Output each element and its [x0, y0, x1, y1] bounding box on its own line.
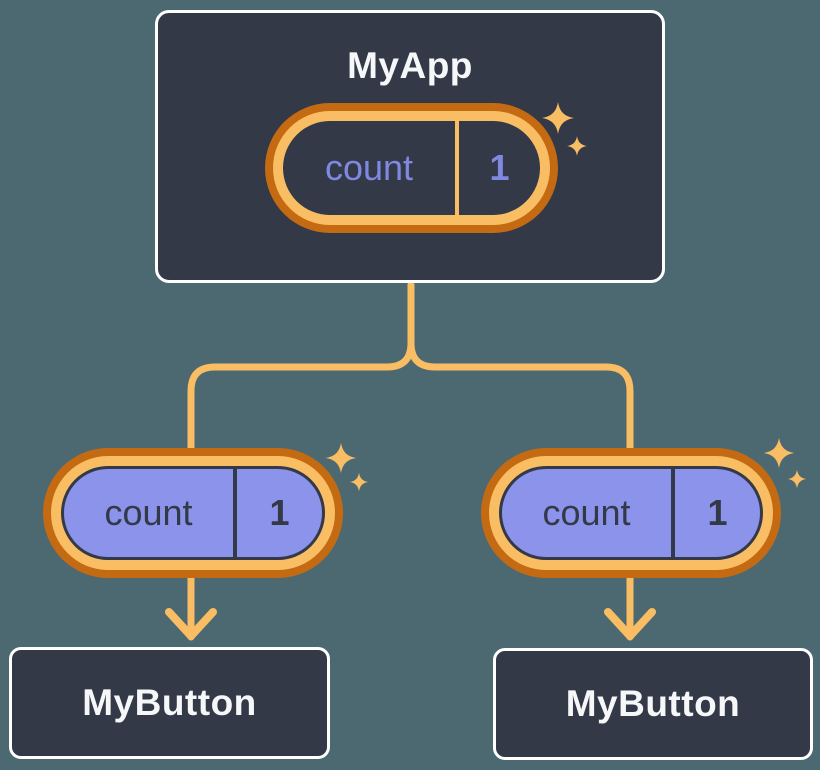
pill-divider	[455, 121, 459, 215]
prop-pill-inner: count 1	[499, 466, 763, 560]
prop-key-label: count	[104, 492, 193, 533]
mybutton-title: MyButton	[82, 682, 257, 723]
sparkle-icon	[763, 437, 795, 469]
state-value-label: 1	[489, 147, 510, 188]
state-pill: count 1	[265, 103, 558, 233]
prop-pill-right: count 1	[481, 448, 781, 578]
state-pill-band: count 1	[273, 111, 550, 225]
prop-value-label: 1	[269, 492, 290, 533]
myapp-title: MyApp	[347, 45, 473, 86]
prop-key-label: count	[542, 492, 631, 533]
prop-value-label: 1	[707, 492, 728, 533]
mybutton-title: MyButton	[565, 683, 741, 724]
mybutton-card-left: MyButton	[9, 647, 330, 759]
state-key-label: count	[324, 147, 414, 188]
state-pill-inner: count 1	[283, 121, 540, 215]
prop-pill-band: count 1	[489, 456, 773, 570]
arrow-down-icon	[604, 608, 656, 640]
prop-pill-band: count 1	[51, 456, 335, 570]
pill-divider	[671, 469, 675, 557]
mybutton-card-right: MyButton	[493, 648, 813, 760]
sparkle-icon	[787, 469, 807, 489]
sparkle-icon	[349, 472, 369, 492]
arrow-down-icon	[165, 608, 217, 640]
sparkle-icon	[325, 442, 357, 474]
prop-pill-inner: count 1	[61, 466, 325, 560]
prop-pill-left: count 1	[43, 448, 343, 578]
